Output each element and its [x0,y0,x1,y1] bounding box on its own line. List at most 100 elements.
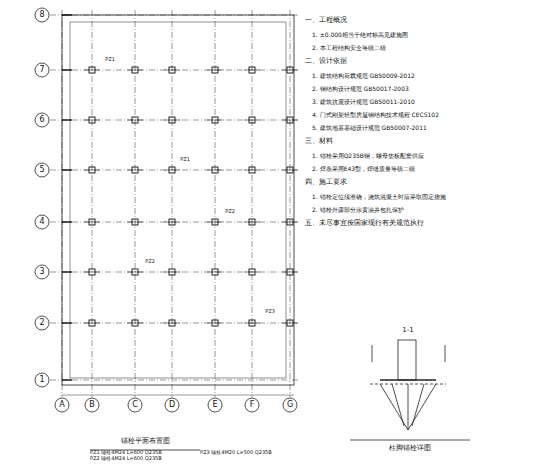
axis-bubble [35,215,49,229]
ground-line [370,384,446,385]
axis-line [135,10,136,397]
axis-label: D [169,400,175,409]
note-text: 1. 锚栓采用Q235B钢，螺母垫板配套供应 [312,153,424,160]
base-stub [164,120,180,121]
anchor-bolt [392,384,404,426]
anchor-bolt [408,384,409,430]
wall-column [62,119,72,120]
axis-label: 7 [39,65,44,74]
base-stub [244,120,260,121]
base-stub [164,170,180,171]
wall-column [62,271,72,272]
base-stub [282,222,298,223]
axis-bubble [35,265,49,279]
axis-line [92,10,93,397]
note-text: PZ1 [105,57,115,63]
base-stub [164,272,180,273]
note-text: 1. ±0.000相当于绝对标高见建施图 [312,32,408,39]
note-text: PZ2 [145,259,155,265]
axis-label: F [250,400,255,409]
wall-column [62,69,72,70]
grid-lines [50,10,300,397]
note-text: 4. 门式刚架轻型房屋钢结构技术规程 CECS102 [312,112,439,119]
axis-label: 8 [39,10,44,19]
base-stub [84,70,100,71]
columns [62,15,298,380]
base-stub [127,222,143,223]
base-stub [244,272,260,273]
axis-label: 5 [39,165,44,174]
base-stub [244,222,260,223]
axis-line [215,10,216,397]
note-text: PZ2 [225,209,235,215]
base-stub [84,222,100,223]
base-stub [207,170,223,171]
note-text: 2. 锚栓外露部分涂黄油并包扎保护 [312,207,404,214]
base-stub [282,120,298,121]
axis-label: 1 [39,375,44,384]
base-stub [207,323,223,324]
axis-label: G [287,400,293,409]
base-stub [84,120,100,121]
note-text: 1-1 [402,326,413,334]
note-text: 五、未尽事宜按国家现行有关规范执行 [305,219,424,227]
axis-label: E [212,400,217,409]
axis-line [50,380,300,381]
base-stub [127,272,143,273]
axis-bubble [35,163,49,177]
axis-bubble [85,398,99,412]
axis-bubble [245,398,259,412]
axis-label: 3 [39,267,44,276]
base-stub [84,323,100,324]
base-stub [207,120,223,121]
wall-column [62,221,72,222]
base-stub [84,170,100,171]
anchor-bolt [412,384,424,426]
anchor-cone [380,384,436,430]
note-text: PZ3 [265,309,275,315]
note-text: 2. 焊条采用E43型，焊缝质量等级二级 [312,166,415,173]
note-text: 5. 建筑地基基础设计规范 GB50007-2011 [312,125,427,132]
wall-column [62,169,72,170]
axis-bubble [35,63,49,77]
schedule-note: PZ1 锚栓4M24 L=600 Q235B [90,450,162,456]
title-underline [350,440,470,441]
axis-bubble [55,398,69,412]
base-stub [282,323,298,324]
column-stub [398,340,416,380]
axis-line [172,10,173,397]
axis-line [252,10,253,397]
axis-bubble [283,398,297,412]
base-stub [164,70,180,71]
base-stub [244,323,260,324]
schedule-note: PZ2 锚栓4M24 L=600 Q235B [90,456,162,462]
axis-bubble [35,316,49,330]
base-stub [127,120,143,121]
schedule-note: PZ3 锚栓4M20 L=500 Q235B [200,450,272,456]
note-text: 1. 锚栓定位须准确，浇筑混凝土时应采取固定措施 [312,194,446,201]
section-mark [445,345,446,362]
base-stub [207,70,223,71]
base-stub [207,272,223,273]
anchor-detail [90,340,470,450]
axis-label: 2 [39,318,44,327]
wall-column [62,322,72,323]
note-text: 2. 本工程结构安全等级二级 [312,45,386,52]
section-mark [372,345,373,362]
base-stub [207,222,223,223]
axis-bubbles [35,8,297,412]
axis-line [290,10,291,397]
plan-frame [62,15,294,385]
base-stub [164,323,180,324]
axis-label: C [132,400,138,409]
axis-bubble [165,398,179,412]
note-text: 四、施工要求 [305,178,347,186]
wall-column [62,379,72,380]
base-stub [127,70,143,71]
axis-bubble [35,113,49,127]
base-stub [127,170,143,171]
note-text: PZ1 [180,157,190,163]
axis-label: 6 [39,115,44,124]
axis-label: B [89,400,95,409]
